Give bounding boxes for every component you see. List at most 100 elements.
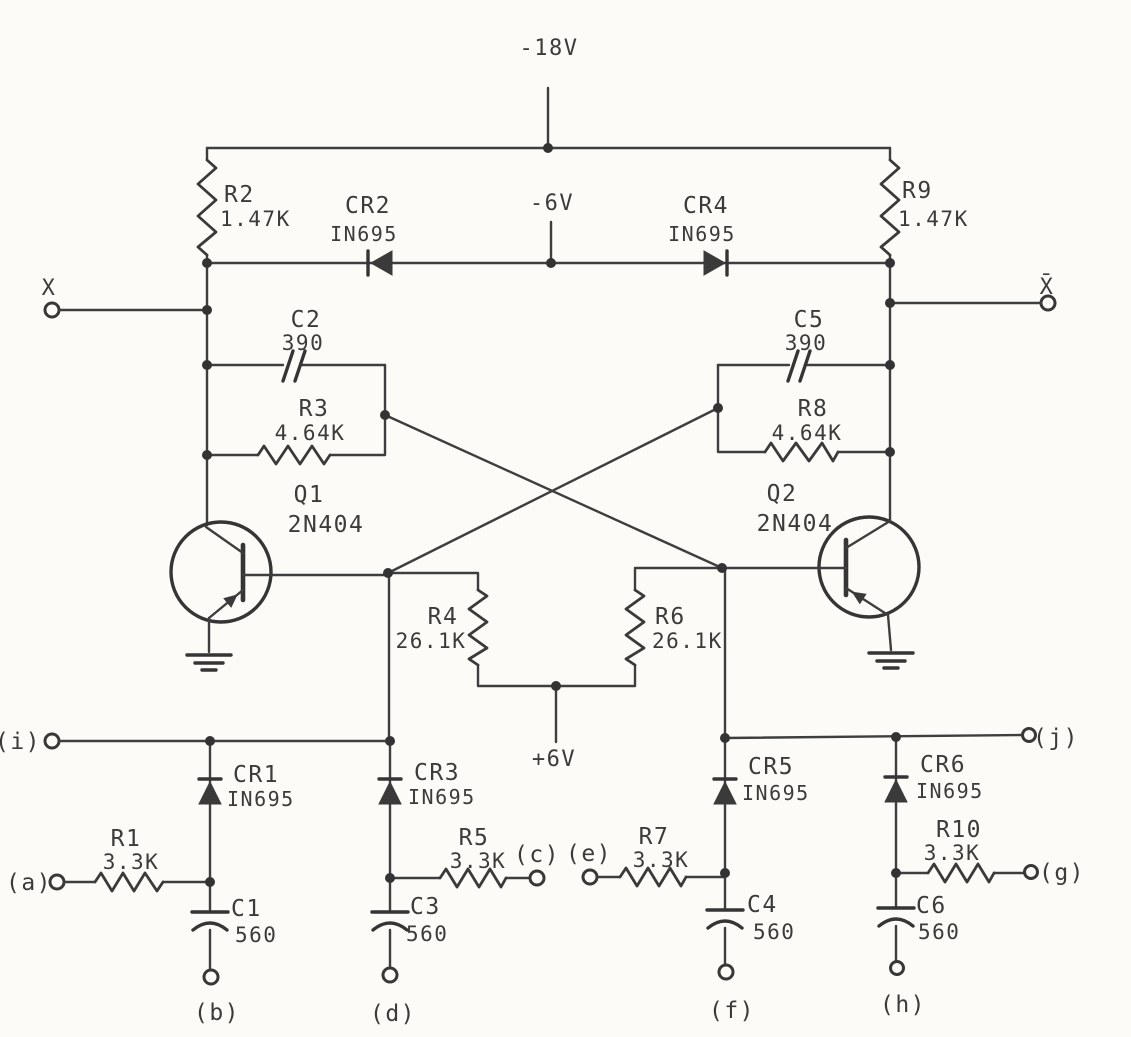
terminal-h [889,960,905,976]
neg6v-tap: -6V [530,191,574,265]
resistor-R6: R6 26.1K [554,566,724,688]
resistor-R1: (a) R1 3.3K [6,826,212,896]
terminal-a [48,873,66,891]
capacitor-C1: C1 560 (b) [190,880,277,1026]
terminal-h-label: (h) [880,992,926,1018]
r8-ref: R8 [798,396,829,422]
c4-ref: C4 [747,892,778,918]
diode-CR1: CR1 IN695 [197,739,295,884]
terminal-a-label: (a) [6,870,52,896]
resistor-R3: R3 4.64K [205,363,387,466]
terminal-f-label: (f) [709,998,755,1024]
terminal-i-label: (i) [0,729,41,755]
c1-value: 560 [235,923,277,947]
cr5-part: IN695 [742,781,810,805]
terminal-g [1023,864,1039,880]
output-x: X [42,276,209,319]
q2-part: 2N404 [757,511,834,537]
neg18v-label: -18V [520,36,579,61]
diode-CR3: CR3 IN695 [377,739,476,880]
input-rail-left: (i) [0,729,392,755]
pos6v-label: +6V [532,747,576,772]
r6-ref: R6 [655,604,686,630]
cr3-ref: CR3 [414,760,460,786]
capacitor-C5: C5 390 [716,307,892,383]
c1-ref: C1 [231,896,262,922]
r5-ref: R5 [459,825,490,851]
cr2-part: IN695 [330,222,398,246]
terminal-d-label: (d) [370,1001,416,1027]
r9-ref: R9 [902,178,933,204]
c5-ref: C5 [794,307,825,333]
cr6-part: IN695 [916,779,984,803]
terminal-d [381,966,399,984]
transistor-Q1: Q1 2N404 [169,482,390,654]
cross-coupling-wires [383,406,724,575]
junction-dots [202,143,901,887]
resistor-R5: R5 3.3K (c) [388,825,560,889]
resistor-R7: (e) R7 3.3K [566,824,727,888]
r10-value: 3.3K [924,841,981,865]
r1-value: 3.3K [103,850,160,874]
diode-CR4: CR4 IN695 [668,193,736,277]
r1-ref: R1 [111,826,142,852]
c2-ref: C2 [291,307,322,333]
r4-ref: R4 [428,604,459,630]
resistor-R8: R8 4.64K [716,363,892,463]
cr4-ref: CR4 [683,193,729,219]
c6-ref: C6 [916,893,947,919]
terminal-b [202,968,220,986]
r10-ref: R10 [936,817,982,843]
r7-value: 3.3K [633,848,690,872]
cr5-ref: CR5 [748,754,794,780]
terminal-j [1021,727,1037,743]
terminal-c [528,869,546,887]
c3-ref: C3 [410,894,441,920]
terminal-e [581,868,599,886]
c2-value: 390 [282,331,324,355]
diode-CR6: CR6 IN695 [883,735,984,875]
terminal-j-label: (j) [1033,725,1079,751]
diode-CR5: CR5 IN695 [712,736,810,875]
r8-value: 4.64K [772,421,843,445]
r2-value: 1.47K [220,207,291,231]
r4-value: 26.1K [396,629,467,653]
ground-symbol-q1 [185,653,233,672]
cr1-part: IN695 [227,787,295,811]
r3-ref: R3 [299,396,330,422]
r9-value: 1.47K [898,207,969,231]
terminal-e-label: (e) [566,841,612,867]
terminal-i [43,732,61,750]
cr3-part: IN695 [408,785,476,809]
r5-value: 3.3K [450,849,507,873]
q1-ref: Q1 [294,482,325,508]
output-x-bar: X̄ [888,274,1057,312]
terminal-c-label: (c) [514,842,560,868]
input-rail-right: (j) [723,725,1079,751]
resistor-R10: R10 3.3K (g) [894,817,1085,886]
r7-ref: R7 [639,824,670,850]
cr2-ref: CR2 [345,193,391,219]
capacitor-C2: C2 390 [205,307,387,383]
r6-value: 26.1K [652,629,723,653]
transistor-Q2: Q2 2N404 [720,481,921,652]
x-bar-output-terminal [1039,294,1057,312]
capacitor-C6: C6 560 (h) [876,871,960,1018]
terminal-f [717,963,735,981]
r2-ref: R2 [224,182,255,208]
c6-value: 560 [918,920,960,944]
cr4-part: IN695 [668,222,736,246]
resistor-R4: R4 26.1K [386,571,558,688]
cr1-ref: CR1 [233,762,279,788]
q2-ref: Q2 [767,481,798,507]
terminal-b-label: (b) [194,1000,240,1026]
terminal-g-label: (g) [1039,860,1085,886]
c4-value: 560 [753,920,795,944]
resistor-R2: R2 1.47K [196,146,291,527]
resistor-R9: R9 1.47K [879,146,969,523]
x-output-label: X [42,276,57,301]
neg6v-label: -6V [530,191,574,216]
ground-symbol-q2 [867,651,915,670]
